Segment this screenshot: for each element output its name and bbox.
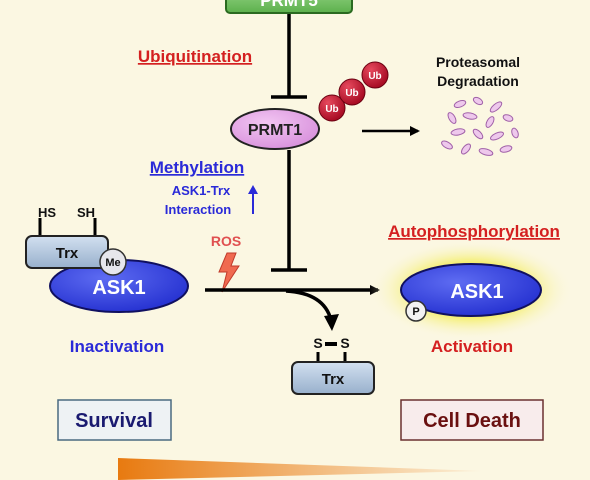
trx-released-label: Trx <box>322 371 345 388</box>
prmt1-node: PRMT1 <box>230 108 320 150</box>
degradation-label: Degradation <box>437 73 519 89</box>
s2-label: S <box>340 335 349 351</box>
svg-text:Ub: Ub <box>368 71 381 82</box>
left-ask1-complex: ASK1 HS SH Trx Me <box>25 205 189 313</box>
released-trx-complex: S S Trx <box>291 335 375 395</box>
ask1-active-node <box>400 263 542 317</box>
ask1-trx-label: ASK1-Trx <box>172 183 231 198</box>
ask1-active-label: ASK1 <box>450 281 503 303</box>
ub-tag: Ub <box>338 78 366 106</box>
increase-arrow-icon <box>248 185 258 214</box>
me-label: Me <box>105 257 120 269</box>
svg-text:Ub: Ub <box>345 88 358 99</box>
ask1-inactive-label: ASK1 <box>92 277 145 299</box>
ros-label: ROS <box>211 233 241 249</box>
gradient-wedge <box>118 458 482 480</box>
activation-label: Activation <box>431 337 513 356</box>
inhibition-line-top <box>271 14 307 99</box>
inactivation-label: Inactivation <box>70 337 164 356</box>
inhibition-line-mid <box>271 150 307 272</box>
autophosphorylation-label: Autophosphorylation <box>388 222 560 241</box>
cell-death-label: Cell Death <box>423 410 521 432</box>
trx-box-released <box>291 361 375 395</box>
prmt5-node: PRMT5 <box>225 0 353 14</box>
p-label: P <box>412 306 419 318</box>
hs-label: HS <box>38 205 56 220</box>
trx-label: Trx <box>56 245 79 262</box>
prmt1-label: PRMT1 <box>248 122 302 139</box>
ub-tag: Ub <box>361 61 389 89</box>
cell-death-box: Cell Death <box>400 399 544 441</box>
right-ask1-complex: ASK1 P <box>369 240 573 340</box>
s1-label: S <box>313 335 322 351</box>
ubiquitination-label: Ubiquitination <box>138 47 252 66</box>
methylation-label: Methylation <box>150 158 244 177</box>
proteasomal-label: Proteasomal <box>436 54 520 70</box>
sh-label: SH <box>77 205 95 220</box>
methyl-mark <box>99 248 127 276</box>
interaction-label: Interaction <box>165 202 232 217</box>
protein-fragments-icon <box>441 96 519 156</box>
svg-text:Ub: Ub <box>325 104 338 115</box>
survival-label: Survival <box>75 410 153 432</box>
trx-release-arrow <box>285 289 333 321</box>
lightning-icon <box>218 252 240 293</box>
phospho-mark <box>405 300 427 322</box>
ub-tag: Ub <box>318 94 346 122</box>
survival-box: Survival <box>57 399 172 441</box>
prmt5-label: PRMT5 <box>260 0 318 10</box>
